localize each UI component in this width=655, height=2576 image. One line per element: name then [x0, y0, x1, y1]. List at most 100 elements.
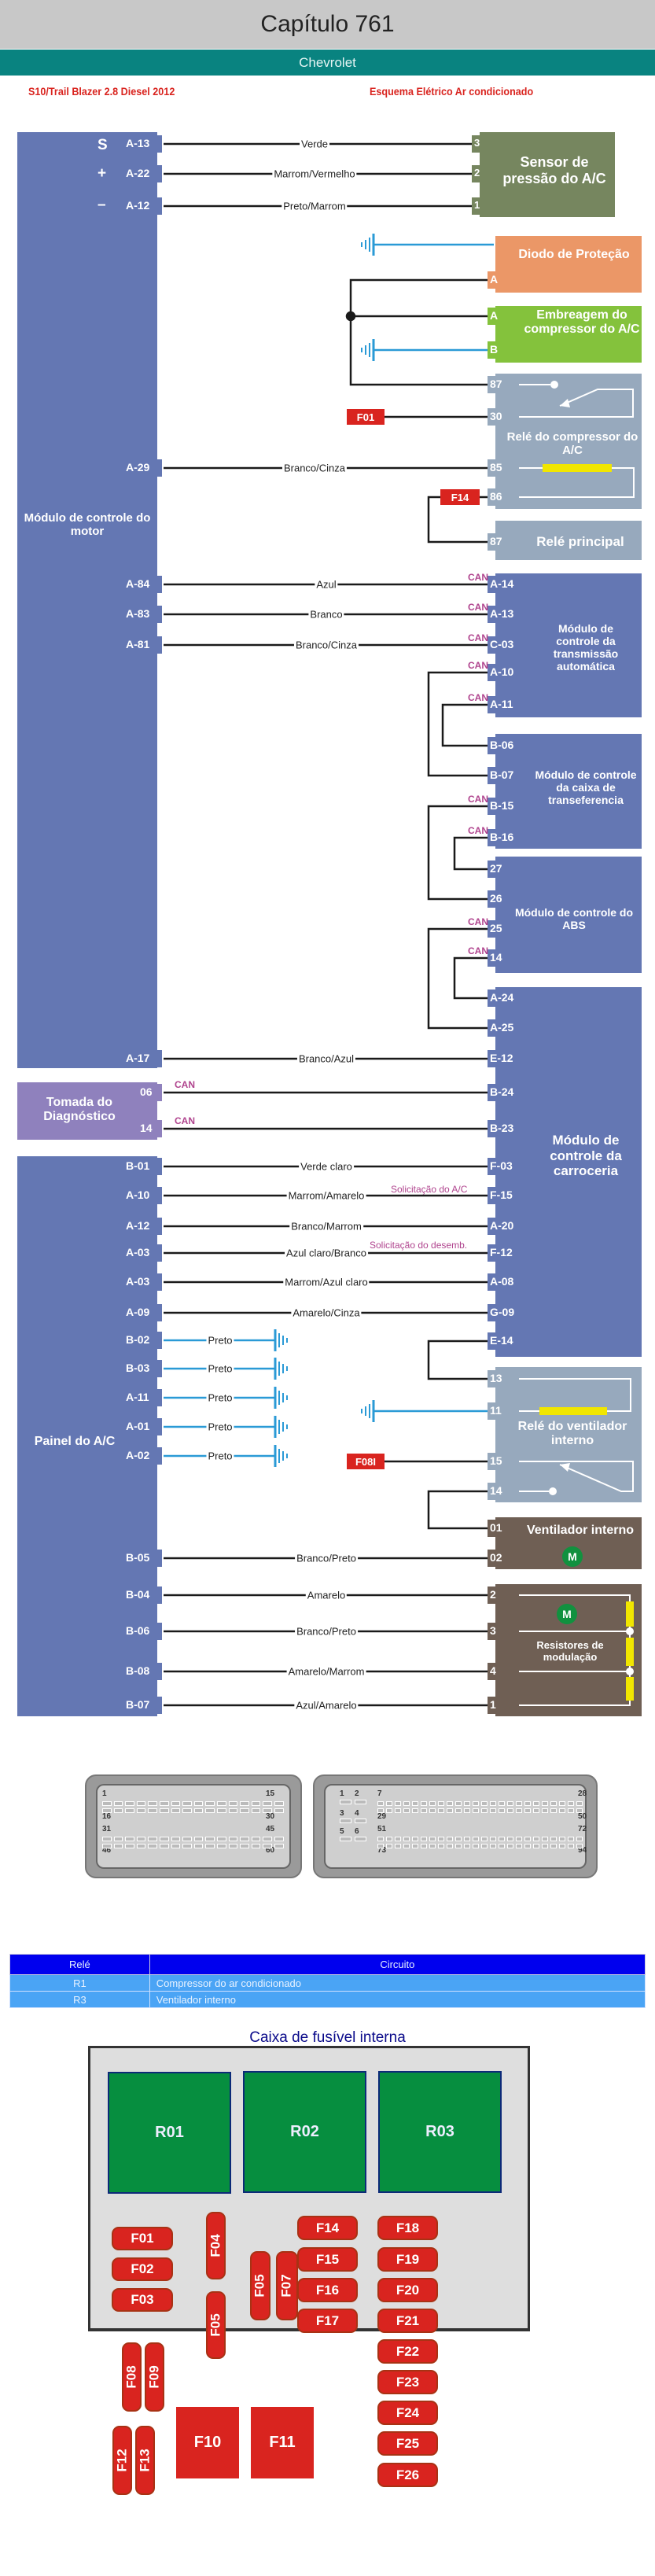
- fuse-label: F04: [208, 2234, 223, 2257]
- pin-tab: [488, 737, 495, 754]
- fuse-label: F21: [396, 2313, 420, 2328]
- fuse-label: F22: [396, 2343, 420, 2359]
- pin-slot: [228, 1844, 238, 1848]
- pin-slot: [438, 1844, 444, 1848]
- pin-slot: [274, 1837, 284, 1841]
- wire: [427, 671, 494, 777]
- fusebox-fuse: F14: [297, 2216, 358, 2240]
- pin-slot: [516, 1837, 522, 1841]
- pin-slot: [240, 1801, 249, 1806]
- pin-slot: [542, 1844, 548, 1848]
- ground-icon: [361, 339, 375, 361]
- pin-slot: [499, 1844, 505, 1848]
- panel-pin-label: B-02: [126, 1333, 150, 1346]
- module-pin-label: B: [490, 343, 499, 356]
- pin-tab: [488, 767, 495, 784]
- fusebox-fuse: F08: [122, 2342, 142, 2412]
- pressure-sensor-label: Sensor de pressão do A/C: [502, 154, 606, 186]
- module-pin-label: 1: [474, 199, 480, 211]
- can-label: CAN: [175, 1115, 195, 1126]
- connector-a: [85, 1774, 302, 1878]
- wire-color-label: Branco/Cinza: [282, 462, 348, 474]
- fuse-label: F12: [114, 2449, 130, 2472]
- pin-tab: [488, 533, 495, 551]
- pin-slot: [148, 1808, 157, 1813]
- pin-tab: [488, 1050, 495, 1067]
- ground-icon: [361, 1400, 375, 1422]
- fuse-label: F19: [396, 2251, 420, 2267]
- pin-slot: [251, 1808, 261, 1813]
- pin-tab: [488, 1697, 495, 1714]
- pin-tab: [154, 1550, 162, 1567]
- pin-slot: [516, 1801, 522, 1806]
- pin-slot: [205, 1801, 215, 1806]
- fuse-label: F03: [131, 2292, 154, 2307]
- pin-tab: [488, 1218, 495, 1235]
- panel-pin-label: A-01: [126, 1420, 150, 1432]
- pin-tab: [488, 696, 495, 713]
- pin-tab: [488, 798, 495, 815]
- pin-slot: [507, 1837, 513, 1841]
- pin-tab: [488, 1663, 495, 1680]
- module-pin-label: 1: [490, 1698, 496, 1711]
- wire: [453, 836, 494, 871]
- pin-slot: [403, 1844, 410, 1848]
- pin-tab: [488, 1244, 495, 1262]
- pin-slot: [438, 1808, 444, 1813]
- module-pin-label: 15: [490, 1454, 502, 1467]
- connector-pin-number: 51: [377, 1825, 387, 1833]
- pin-tab: [154, 1663, 162, 1680]
- pin-tab: [488, 920, 495, 938]
- pin-slot: [412, 1837, 418, 1841]
- wire-color-label: Azul: [315, 578, 338, 591]
- pin-tab: [488, 1550, 495, 1567]
- pin-slot: [395, 1808, 401, 1813]
- pin-slot: [205, 1808, 215, 1813]
- relay-table: Relé Circuito R1 Compressor do ar condic…: [9, 1954, 646, 2008]
- wire-color-label: Marrom/Vermelho: [272, 168, 357, 180]
- ground-icon: [274, 1387, 288, 1409]
- connector-pin-number: 29: [377, 1812, 387, 1821]
- pin-slot: [576, 1808, 583, 1813]
- relay-id: R3: [9, 1991, 150, 2008]
- can-label: CAN: [468, 916, 488, 927]
- connector-pin-number: 7: [377, 1789, 382, 1798]
- pin-tab: [472, 197, 480, 215]
- module-pin-label: 14: [490, 1484, 502, 1497]
- connector-pin-number: 3: [340, 1809, 344, 1818]
- pin-slot: [148, 1837, 157, 1841]
- pin-slot: [576, 1844, 583, 1848]
- module-pin-label: B-23: [490, 1122, 514, 1134]
- ground-wire-color-label: Preto: [206, 1450, 234, 1462]
- ecm-pin-label: A-81: [126, 638, 150, 650]
- pin-slot: [464, 1837, 470, 1841]
- pin-slot: [507, 1844, 513, 1848]
- pin-slot: [438, 1837, 444, 1841]
- diagram-subtitle: Esquema Elétrico Ar condicionado: [370, 85, 534, 98]
- ecm-pin-label: A-29: [126, 461, 150, 474]
- pin-slot: [429, 1808, 436, 1813]
- pin-slot: [136, 1808, 146, 1813]
- pin-slot: [473, 1837, 479, 1841]
- fusebox-fuse: F03: [112, 2288, 173, 2312]
- relay-table-header: Relé: [9, 1954, 150, 1975]
- ground-wire-color-label: Preto: [206, 1421, 234, 1433]
- wire: [441, 703, 494, 747]
- pin-slot: [274, 1844, 284, 1848]
- pin-slot: [412, 1844, 418, 1848]
- pin-slot: [464, 1801, 470, 1806]
- bcm-block: [495, 987, 642, 1357]
- pin-tab: [154, 1697, 162, 1714]
- fusebox-fuse: F17: [297, 2309, 358, 2333]
- pin-slot: [182, 1801, 192, 1806]
- pin-slot: [217, 1844, 226, 1848]
- pressure-sensor-block: [480, 132, 615, 217]
- pin-slot: [421, 1844, 427, 1848]
- connector-pin-number: 6: [355, 1827, 359, 1836]
- pin-slot: [125, 1844, 134, 1848]
- pin-slot: [438, 1801, 444, 1806]
- pin-slot: [421, 1801, 427, 1806]
- wire: [349, 278, 494, 386]
- module-pin-label: A-20: [490, 1219, 514, 1232]
- can-label: CAN: [468, 825, 488, 836]
